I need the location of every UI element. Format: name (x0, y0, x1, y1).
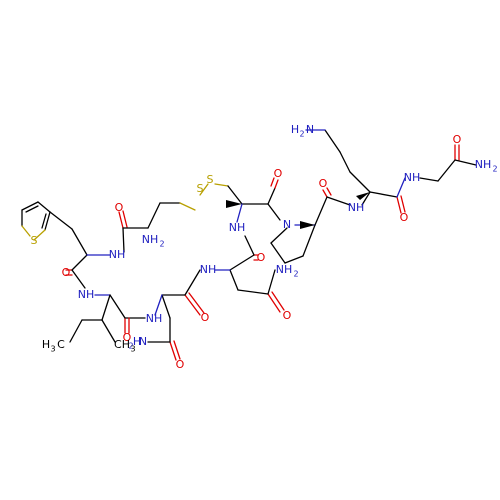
amide-nitrogen: NH (78, 288, 95, 301)
subscript: 2 (159, 240, 164, 249)
asn-amide: NH (276, 263, 293, 276)
oxygen-atom: O (201, 311, 210, 324)
ornithine-amine: H (291, 123, 299, 136)
stereo-layer (226, 192, 370, 229)
disulfide-sulfur: S (197, 182, 204, 195)
oxygen-atom: O (62, 266, 71, 279)
atom-labels: S O NH O NH 2 S S O NH N O NH H 2 N O NH… (31, 123, 498, 371)
subscript: 3 (130, 345, 135, 354)
methyl-group: H (42, 338, 50, 351)
oxygen-atom: O (176, 358, 185, 371)
subscript: 2 (128, 342, 133, 351)
methyl-group: CH (114, 338, 130, 351)
oxygen-atom: O (453, 133, 462, 146)
amine-nitrogen: NH (142, 233, 159, 246)
ornithine-amine-n: N (306, 123, 314, 136)
amide-nitrogen: NH (200, 263, 217, 276)
amide-nitrogen: NH (146, 312, 163, 325)
amide-nitrogen: NH (404, 171, 421, 184)
disulfide-sulfur: S (207, 173, 214, 186)
oxygen-atom: O (123, 331, 132, 344)
amide-nitrogen: NH (348, 201, 365, 214)
asn-amide-n: N (139, 335, 147, 348)
subscript: 2 (299, 130, 304, 139)
thiophene-sulfur: S (31, 234, 38, 247)
proline-nitrogen: N (283, 218, 291, 231)
oxygen-atom: O (257, 251, 266, 264)
oxygen-atom: O (283, 309, 292, 322)
oxygen-atom: O (400, 211, 409, 224)
asn-amide: H (133, 335, 141, 348)
subscript: 3 (50, 345, 55, 354)
oxygen-atom: O (115, 201, 124, 214)
terminal-amide: NH (475, 158, 492, 171)
amide-nitrogen: NH (109, 248, 126, 261)
subscript: 2 (293, 270, 298, 279)
subscript: 2 (492, 165, 497, 174)
amide-nitrogen: NH (229, 221, 246, 234)
oxygen-atom: O (274, 167, 283, 180)
methyl-group-c: C (57, 338, 65, 351)
oxygen-atom: O (319, 177, 328, 190)
bond-layer (21, 129, 477, 361)
